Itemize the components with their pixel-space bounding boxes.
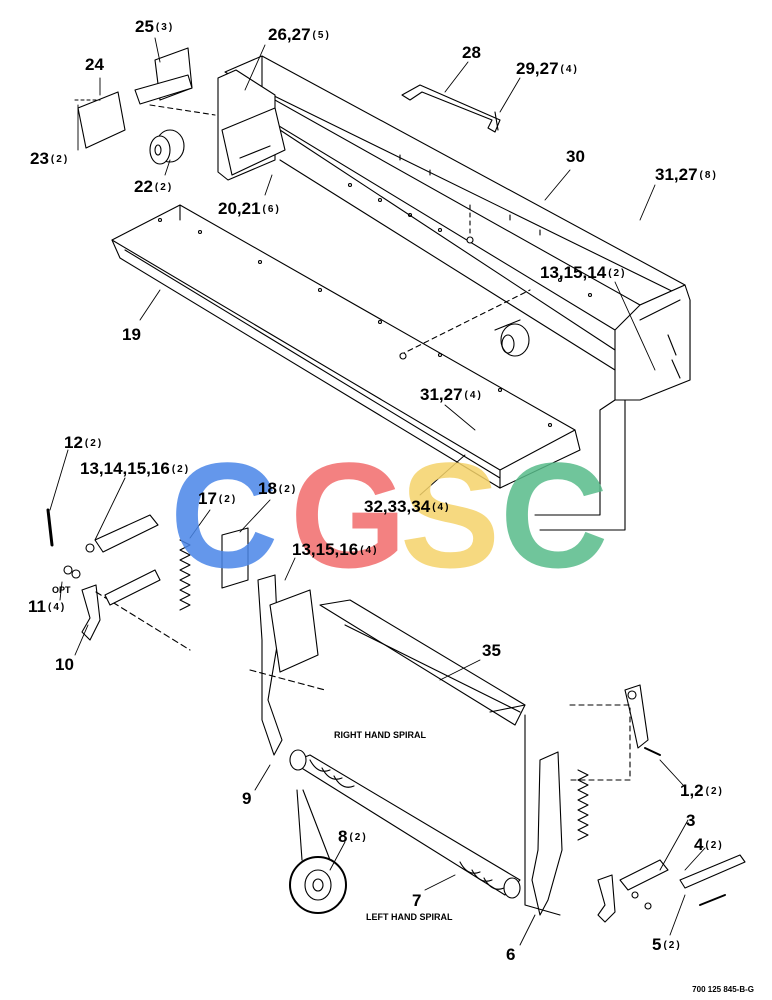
part-spring-right [577,769,589,841]
label-29-27: 29,27(4) [516,59,579,78]
note-opt: OPT [52,585,71,595]
label-30: 30 [566,147,585,166]
note-left-hand-spiral: LEFT HAND SPIRAL [366,912,453,922]
label-31-27-mid: 31,27(4) [420,385,483,404]
watermark-letter-1: C [170,431,279,599]
label-7: 7 [412,891,422,910]
label-12: 12(2) [64,433,104,452]
label-32-33-34: 32,33,34(4) [364,497,451,516]
label-8: 8(2) [338,827,368,846]
label-23: 23(2) [30,149,70,168]
label-28: 28 [462,43,481,62]
part-28-handle [401,84,501,133]
label-9: 9 [242,789,252,808]
part-24-plate [74,91,126,149]
label-19: 19 [122,325,141,344]
label-4: 4(2) [694,835,724,854]
part-7-spiral-roller [289,749,521,899]
label-26-27: 26,27(5) [268,25,331,44]
part-9-lever-arm [249,574,326,756]
label-3: 3 [686,811,696,830]
label-13-15-14: 13,15,14(2) [540,263,627,282]
part-12-pin [46,508,54,547]
label-22: 22(2) [134,177,174,196]
label-1-2: 1,2(2) [680,781,724,800]
part-35-shaft [319,599,526,726]
label-31-27-top: 31,27(8) [655,165,718,184]
label-10: 10 [55,655,74,674]
part-22-roller [149,129,185,165]
label-6: 6 [506,945,516,964]
part-6-lever-arm [524,714,563,916]
part-25-bracket [134,47,216,116]
label-5: 5(2) [652,935,682,954]
note-right-hand-spiral: RIGHT HAND SPIRAL [334,730,426,740]
part-30-housing [217,55,691,531]
drawing-reference-number: 700 125 845-B-G [692,985,754,994]
part-18-bracket [221,527,249,589]
part-10-lever [81,584,191,651]
part-3-plate [597,854,746,923]
label-17: 17(2) [198,489,238,508]
label-35: 35 [482,641,501,660]
label-13-15-16: 13,15,16(4) [292,540,379,559]
leader-lines [49,37,706,946]
label-11: 11(4) [28,597,67,616]
part-1-bracket [569,684,661,781]
label-25: 25(3) [135,17,175,36]
part-17-spring [179,539,191,611]
label-24: 24 [85,55,104,74]
part-8-bearing-detail [289,789,347,914]
watermark-letter-3: S [400,431,501,599]
label-20-21: 20,21(6) [218,199,281,218]
watermark-letter-2: G [290,431,407,599]
part-19-tray [111,204,581,489]
label-18: 18(2) [258,479,298,498]
watermark-letter-4: C [500,431,609,599]
part-13-links [63,514,161,606]
label-13-14-15-16: 13,14,15,16(2) [80,459,191,478]
